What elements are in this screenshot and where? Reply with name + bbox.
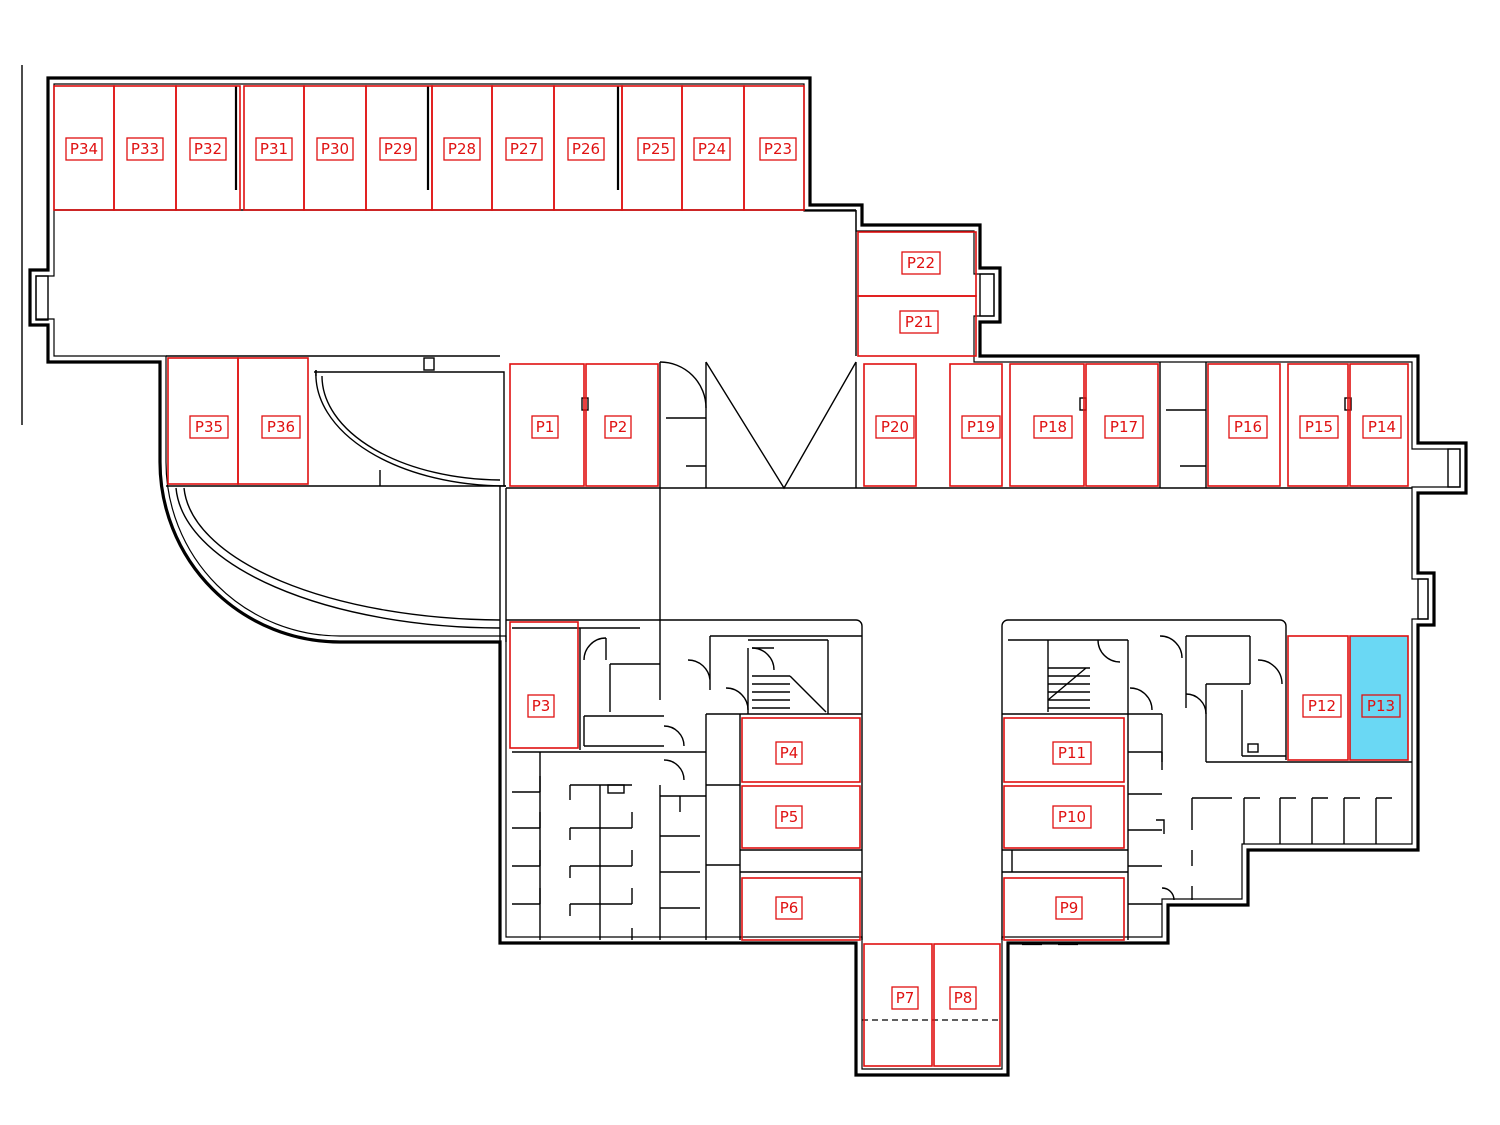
parking-space-p21[interactable]: P21	[857, 295, 977, 357]
parking-spaces: P34 P33 P32 P31 P30 P29	[53, 85, 1409, 1067]
space-label: P32	[194, 140, 222, 158]
space-label: P35	[195, 418, 223, 436]
parking-space-p35[interactable]: P35	[167, 357, 239, 485]
parking-space-p19[interactable]: P19	[949, 363, 1003, 487]
parking-space-p28[interactable]: P28	[431, 85, 493, 211]
space-label: P9	[1060, 899, 1079, 917]
space-label: P11	[1058, 744, 1086, 762]
parking-space-p12[interactable]: P12	[1287, 635, 1349, 761]
parking-space-p32[interactable]: P32	[175, 85, 241, 211]
parking-space-p11[interactable]: P11	[1003, 717, 1125, 783]
space-label: P19	[967, 418, 995, 436]
space-label: P16	[1234, 418, 1262, 436]
parking-space-p7[interactable]: P7	[863, 943, 933, 1067]
space-label: P20	[881, 418, 909, 436]
space-label: P7	[896, 989, 915, 1007]
space-label: P14	[1368, 418, 1396, 436]
space-label: P8	[954, 989, 973, 1007]
parking-space-p8[interactable]: P8	[933, 943, 1001, 1067]
space-label: P17	[1110, 418, 1138, 436]
parking-space-p33[interactable]: P33	[113, 85, 177, 211]
parking-space-p26[interactable]: P26	[553, 85, 623, 211]
space-label: P18	[1039, 418, 1067, 436]
space-label: P24	[698, 140, 726, 158]
parking-space-p27[interactable]: P27	[491, 85, 555, 211]
space-label: P10	[1058, 808, 1086, 826]
parking-space-p31[interactable]: P31	[243, 85, 305, 211]
space-label: P33	[131, 140, 159, 158]
toilet-stalls-right	[1128, 751, 1392, 905]
space-label: P5	[780, 808, 799, 826]
space-label: P30	[321, 140, 349, 158]
space-label: P26	[572, 140, 600, 158]
space-label: P28	[448, 140, 476, 158]
space-label: P2	[609, 418, 628, 436]
parking-space-p13-selected[interactable]: P13	[1349, 635, 1409, 761]
space-label: P13	[1367, 697, 1395, 715]
space-label: P23	[764, 140, 792, 158]
space-label: P4	[780, 744, 799, 762]
space-label: P6	[780, 899, 799, 917]
parking-space-p29[interactable]: P29	[365, 85, 433, 211]
space-label: P15	[1305, 418, 1333, 436]
parking-space-p6[interactable]: P6	[741, 877, 861, 941]
parking-space-p17[interactable]: P17	[1085, 363, 1159, 487]
space-label: P36	[267, 418, 295, 436]
parking-space-p25[interactable]: P25	[621, 85, 683, 211]
space-label: P12	[1308, 697, 1336, 715]
stair-left	[752, 675, 827, 713]
space-label: P3	[532, 697, 551, 715]
parking-space-p9[interactable]: P9	[1003, 877, 1125, 941]
space-label: P1	[536, 418, 555, 436]
parking-space-p2[interactable]: P2	[585, 363, 659, 487]
parking-space-p34[interactable]: P34	[53, 85, 115, 211]
space-label: P25	[642, 140, 670, 158]
parking-space-p23[interactable]: P23	[743, 85, 805, 211]
parking-space-p1[interactable]: P1	[509, 363, 585, 487]
parking-space-p20[interactable]: P20	[863, 363, 917, 487]
parking-space-p16[interactable]: P16	[1207, 363, 1281, 487]
parking-space-p18[interactable]: P18	[1009, 363, 1085, 487]
building-walls	[21, 65, 1468, 1077]
space-label: P21	[905, 313, 933, 331]
parking-space-p15[interactable]: P15	[1287, 363, 1349, 487]
parking-space-p24[interactable]: P24	[681, 85, 745, 211]
stair-right	[1047, 667, 1090, 709]
space-label: P22	[907, 254, 935, 272]
parking-space-p5[interactable]: P5	[741, 785, 861, 849]
toilet-stalls-left	[512, 752, 706, 940]
space-label: P34	[70, 140, 98, 158]
space-label: P29	[384, 140, 412, 158]
parking-space-p22[interactable]: P22	[857, 231, 977, 297]
parking-space-p3[interactable]: P3	[509, 621, 579, 749]
parking-space-p10[interactable]: P10	[1003, 785, 1125, 849]
parking-space-p14[interactable]: P14	[1349, 363, 1409, 487]
parking-space-p4[interactable]: P4	[741, 717, 861, 783]
space-label: P27	[510, 140, 538, 158]
space-label: P31	[260, 140, 288, 158]
parking-space-p36[interactable]: P36	[237, 357, 309, 485]
parking-space-p30[interactable]: P30	[303, 85, 367, 211]
